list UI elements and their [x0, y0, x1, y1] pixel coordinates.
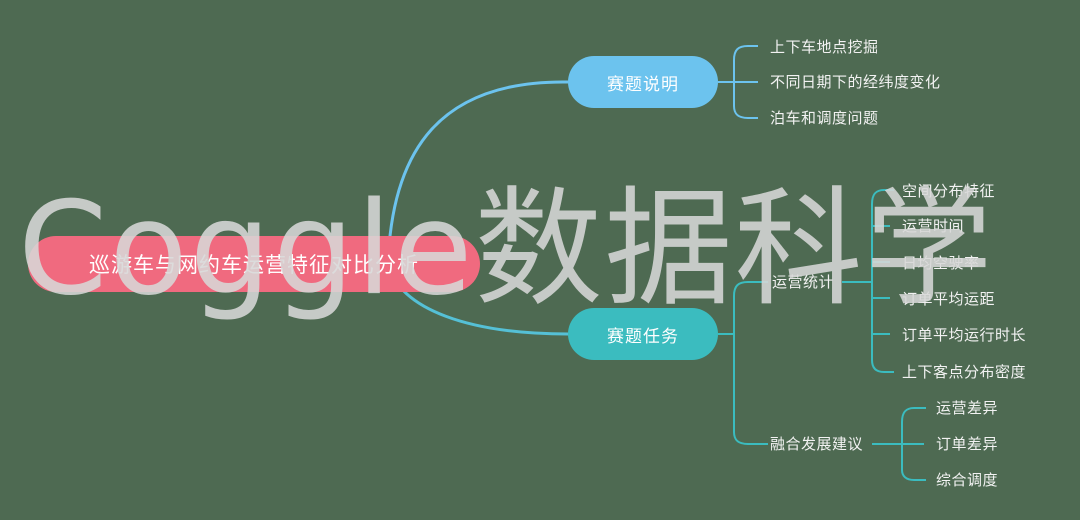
- bracket-advice: [872, 407, 926, 481]
- stats-item-density[interactable]: 上下客点分布密度: [902, 363, 1027, 381]
- task-node[interactable]: 赛题任务: [568, 308, 718, 360]
- bracket-task: [718, 281, 768, 445]
- task-stats-label[interactable]: 运营统计: [772, 273, 835, 291]
- advice-item-operation[interactable]: 运营差异: [936, 399, 999, 417]
- intro-item-location[interactable]: 上下车地点挖掘: [770, 38, 879, 56]
- stats-item-empty-rate[interactable]: 日均空驶率: [902, 254, 980, 272]
- stats-item-distance[interactable]: 订单平均运距: [902, 290, 996, 308]
- root-node[interactable]: 巡游车与网约车运营特征对比分析: [28, 236, 480, 292]
- stats-item-duration[interactable]: 订单平均运行时长: [902, 326, 1027, 344]
- stats-item-spatial[interactable]: 空间分布特征: [902, 182, 996, 200]
- intro-node[interactable]: 赛题说明: [568, 56, 718, 108]
- intro-item-parking[interactable]: 泊车和调度问题: [770, 109, 879, 127]
- task-advice-label[interactable]: 融合发展建议: [770, 435, 864, 453]
- task-label: 赛题任务: [607, 326, 679, 347]
- root-label: 巡游车与网约车运营特征对比分析: [89, 253, 419, 277]
- advice-item-order[interactable]: 订单差异: [936, 435, 999, 453]
- link-root-intro: [386, 80, 569, 265]
- advice-item-dispatch[interactable]: 综合调度: [936, 471, 999, 489]
- stats-item-time[interactable]: 运营时间: [902, 217, 965, 235]
- bracket-intro: [718, 45, 758, 119]
- intro-label: 赛题说明: [607, 74, 679, 95]
- bracket-stats: [842, 189, 894, 373]
- intro-item-coordinates[interactable]: 不同日期下的经纬度变化: [770, 73, 941, 91]
